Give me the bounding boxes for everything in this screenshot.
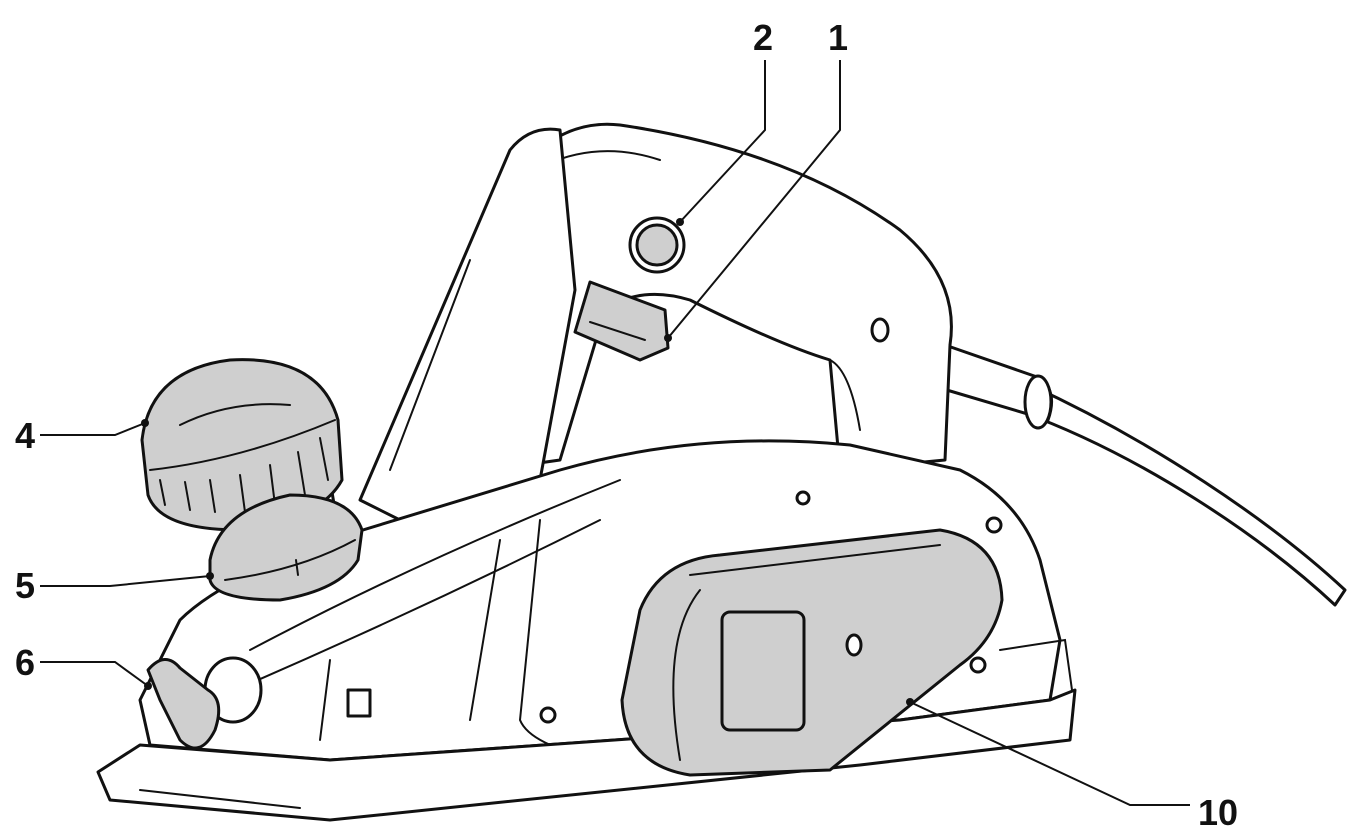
callout-label: 1 — [828, 17, 848, 58]
callout-label: 5 — [15, 565, 35, 606]
callout-label: 4 — [15, 415, 35, 456]
callout-label: 10 — [1198, 792, 1238, 833]
callout-2: 2 — [676, 17, 773, 226]
power-cord — [1020, 383, 1347, 607]
cord-ring — [1023, 374, 1053, 430]
callout-10: 10 — [906, 698, 1238, 833]
belt-cover — [620, 528, 1004, 777]
power-planer-illustration — [96, 122, 1347, 822]
callout-6: 6 — [15, 642, 152, 690]
depth-scale-ring — [208, 493, 364, 602]
base-sole — [96, 688, 1077, 822]
lock-button — [635, 223, 679, 267]
callout-label: 2 — [753, 17, 773, 58]
callout-1: 1 — [664, 17, 848, 342]
callout-4: 4 — [15, 415, 149, 456]
callout-label: 6 — [15, 642, 35, 683]
belt-cover-window — [720, 610, 806, 732]
chip-ejector-lever — [146, 658, 221, 750]
callout-5: 5 — [15, 565, 214, 606]
depth-adjustment-knob — [140, 358, 344, 532]
front-indicator-square — [346, 688, 372, 718]
handle-hole-2 — [870, 317, 890, 343]
